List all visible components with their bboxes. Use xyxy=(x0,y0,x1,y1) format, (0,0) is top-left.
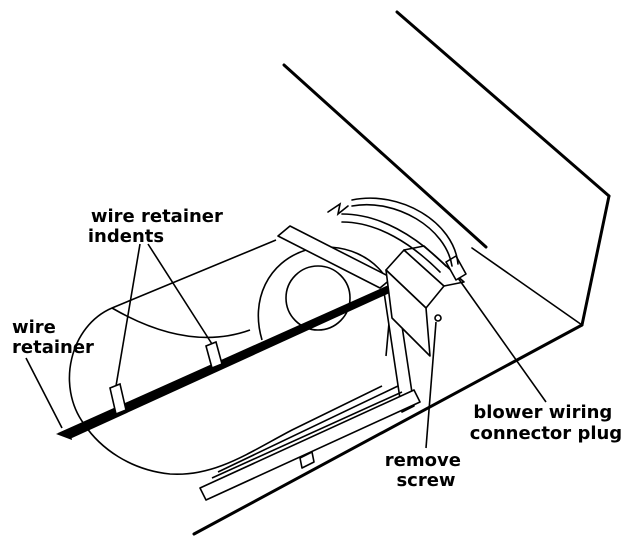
blower-wheel-hub xyxy=(285,265,351,331)
cabinet-outline xyxy=(192,10,611,536)
wire-3 xyxy=(351,197,459,265)
leader-connector-plug xyxy=(457,277,547,403)
remove-screw-head xyxy=(434,314,442,322)
leader-wire-retainer xyxy=(25,357,63,429)
wire-retainer-rod-tip xyxy=(56,428,72,440)
wire-4 xyxy=(351,203,453,267)
wire-retainer-rod xyxy=(56,279,405,440)
cabinet-right-edge xyxy=(580,194,611,327)
label-wire-retainer: wire retainer xyxy=(12,317,94,358)
leader-remove-screw xyxy=(425,321,437,449)
label-wire-retainer-line2: retainer xyxy=(12,337,94,358)
rail-bottom-inner-line-2 xyxy=(217,385,399,473)
leader-indents-right xyxy=(147,243,213,345)
cabinet-top-edge-inner xyxy=(282,63,488,249)
wire-1 xyxy=(341,213,447,267)
rail-clip xyxy=(299,451,315,469)
wire-break-mark xyxy=(327,202,349,216)
rail-top-flange xyxy=(277,225,393,289)
label-wire-retainer-indents-line1: wire retainer xyxy=(91,206,223,227)
label-wire-retainer-indents: wire retainer indents xyxy=(88,206,229,247)
label-blower-wiring-connector-plug-line1: blower wiring xyxy=(473,402,612,423)
cabinet-top-edge-outer xyxy=(395,10,611,198)
rail-bottom-inner-line xyxy=(211,391,403,479)
leader-lines xyxy=(25,243,547,449)
label-wire-retainer-indents-line2: indents xyxy=(88,226,164,247)
wire-2 xyxy=(341,221,441,273)
leader-indents-left xyxy=(115,243,141,387)
cabinet-back-corner-edge xyxy=(471,247,583,326)
cabinet-bottom-edge xyxy=(192,323,584,536)
wiring-harness xyxy=(327,197,459,273)
blower-housing xyxy=(68,239,393,475)
label-wire-retainer-line1: wire xyxy=(12,317,56,338)
blower-housing-outline xyxy=(68,239,383,475)
wire-retainer-rod-body xyxy=(58,279,405,438)
label-remove-screw: remove screw xyxy=(385,450,467,491)
label-remove-screw-line1: remove xyxy=(385,450,461,471)
rail-bottom-channel xyxy=(199,389,421,501)
wire-retainer-indent-right xyxy=(205,340,223,370)
label-blower-wiring-connector-plug-line2: connector plug xyxy=(470,423,622,444)
blower-housing-inner-line xyxy=(111,307,251,339)
label-remove-screw-line2: screw xyxy=(396,470,455,491)
label-blower-wiring-connector-plug: blower wiring connector plug xyxy=(470,402,622,444)
connector-box-lower xyxy=(385,269,431,357)
